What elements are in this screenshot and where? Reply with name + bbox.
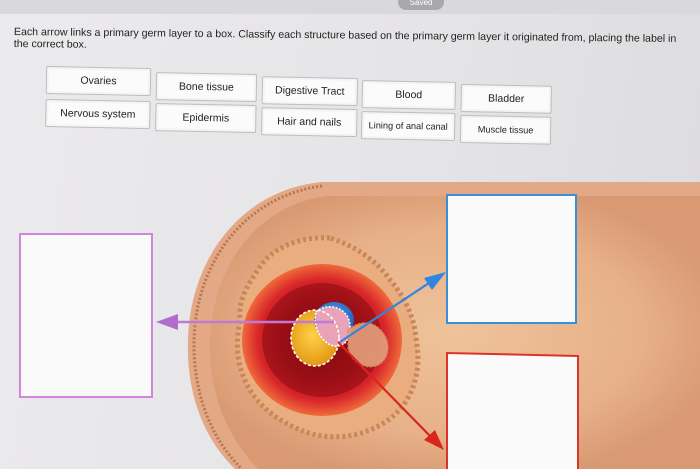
endoderm-arrow — [339, 272, 446, 343]
top-bar: Saved — [0, 0, 700, 14]
drop-box-ectoderm[interactable] — [19, 233, 153, 398]
ectoderm-arrow — [156, 314, 334, 330]
embryonic-disc — [314, 306, 352, 347]
saved-status-badge: Saved — [398, 0, 444, 10]
drop-box-endoderm[interactable] — [446, 194, 577, 324]
drop-box-mesoderm[interactable] — [446, 351, 579, 469]
mesoderm-arrow — [337, 341, 444, 450]
